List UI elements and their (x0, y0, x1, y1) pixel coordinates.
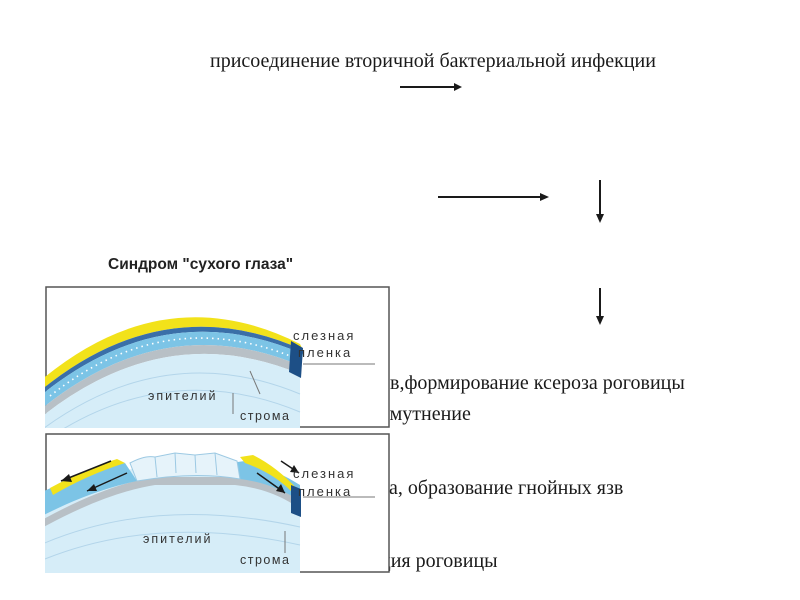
bottom-tear-label-line1: слезная (293, 466, 356, 481)
top-epithelium-label: эпителий (148, 389, 218, 403)
top-tear-label-line2: пленка (298, 345, 353, 360)
epithelium-dots (49, 337, 296, 397)
down-arrow-icon (596, 180, 604, 223)
flow-text-clouding: омутнение (380, 403, 471, 425)
flow-text-xerosis: ов,формирование ксероза роговицы (380, 372, 685, 394)
right-arrow-icon (400, 83, 462, 91)
top-tear-label-line1: слезная (293, 328, 356, 343)
normal-tear-film-diagram (45, 286, 390, 428)
bottom-tear-label-line2: пленка (298, 484, 353, 499)
flow-text-cornea: ция роговицы (380, 550, 498, 572)
flow-text-secondary-infection: присоединение вторичной бактериальной ин… (210, 50, 656, 72)
right-arrow-icon (438, 193, 549, 201)
dry-eye-tear-film-diagram (45, 433, 390, 573)
bottom-stroma-label: строма (240, 553, 291, 567)
down-arrow-icon (596, 288, 604, 325)
flow-text-ulcers: та, образование гнойных язв (380, 477, 624, 499)
bottom-epithelium-label: эпителий (143, 532, 213, 546)
top-stroma-label: строма (240, 409, 291, 423)
dry-eye-panel-title: Синдром "сухого глаза" (108, 256, 294, 273)
